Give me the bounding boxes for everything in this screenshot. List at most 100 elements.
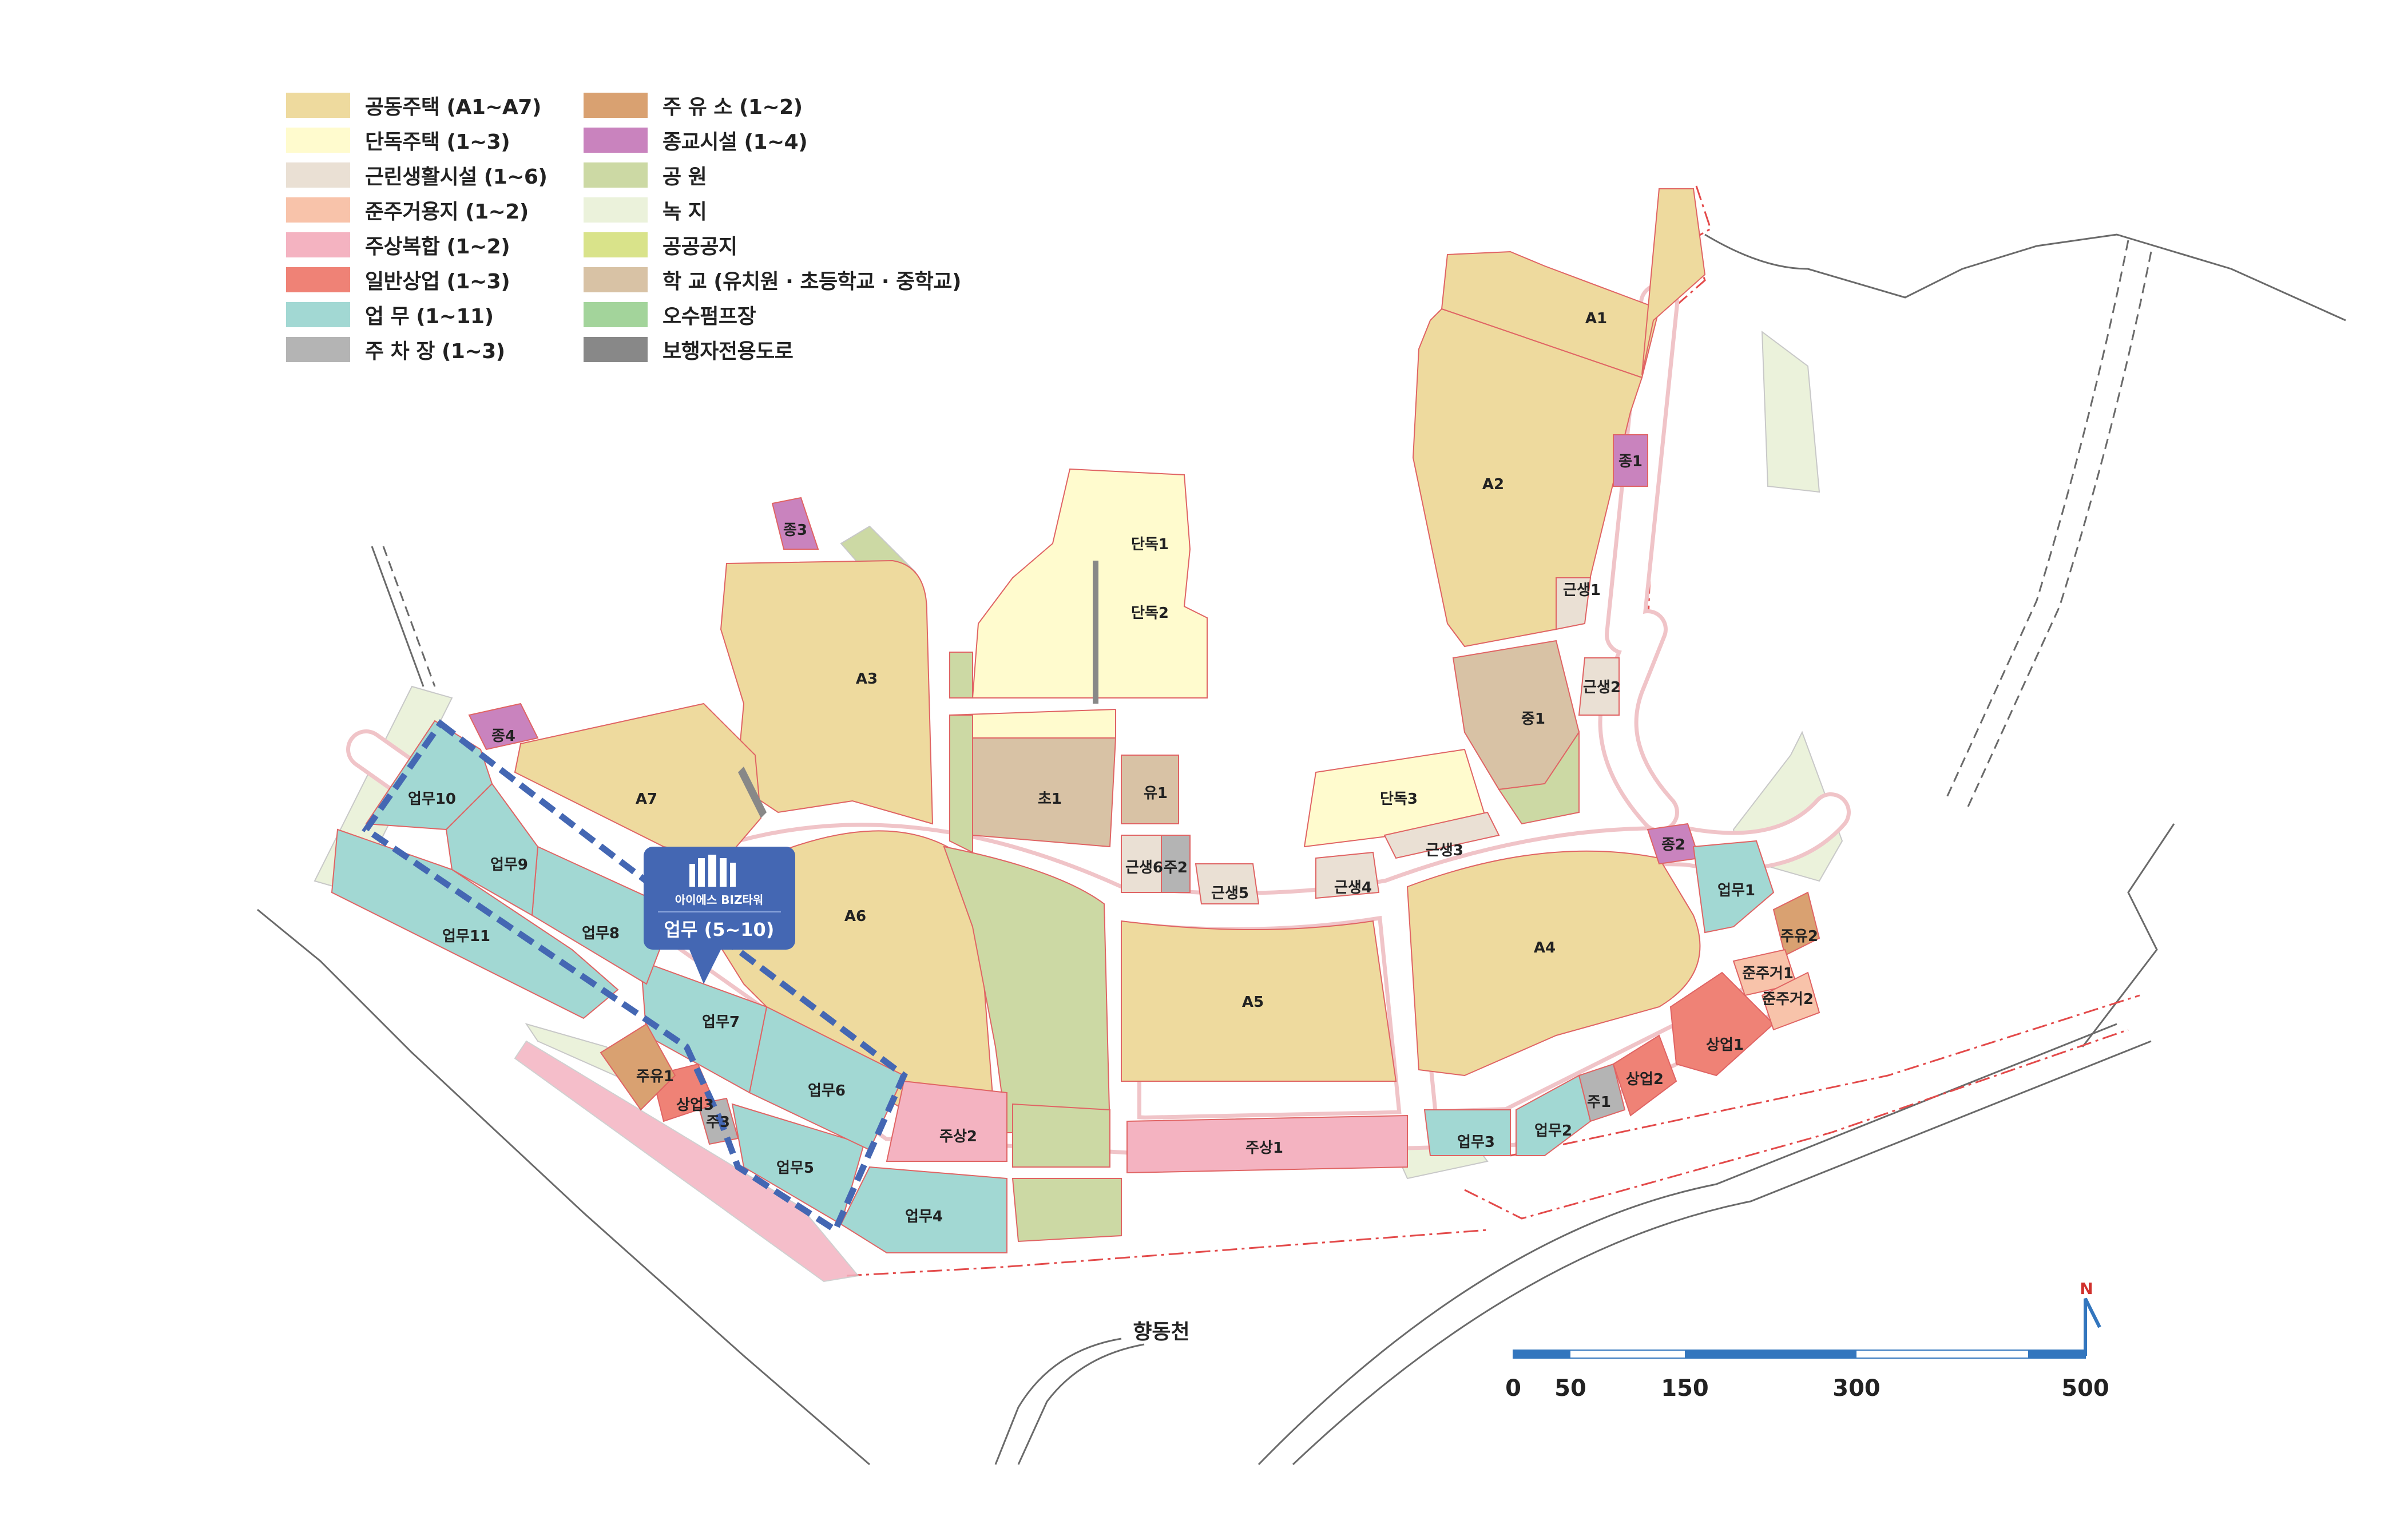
biz-zone-outline (362, 719, 908, 1235)
scale-tick-50: 50 (1554, 1375, 1586, 1402)
legend-item: 공공공지 (584, 231, 737, 259)
parcel-park-north (949, 715, 973, 854)
legend-item: 오수펌프장 (584, 301, 756, 328)
legend-swatch (584, 128, 648, 153)
legend-swatch (286, 232, 350, 257)
label-up11: 업무11 (442, 928, 490, 945)
parcel-geun5 (1195, 863, 1260, 904)
parcel-up1 (1692, 840, 1775, 934)
river-label: 향동천 (1133, 1320, 1189, 1344)
parcel-jong4 (468, 703, 539, 751)
parcel-juyu2 (1772, 891, 1820, 957)
legend: 공동주택 (A1~A7)단독주택 (1~3)근린생활시설 (1~6)준주거용지 … (286, 92, 1030, 378)
parcel-yu1 (1121, 755, 1179, 824)
label-junjugeo2: 준주거2 (1762, 991, 1814, 1008)
legend-label: 단독주택 (1~3) (365, 130, 510, 154)
parcel-juyu1 (600, 1023, 676, 1111)
north-arrow: N (2080, 1279, 2101, 1356)
callout-marker[interactable]: 아이에스 BIZ타워 업무 (5~10) (644, 847, 795, 984)
parcels (331, 188, 1820, 1253)
scale-tick-300: 300 (1832, 1375, 1881, 1402)
label-dandok2: 단독2 (1131, 605, 1169, 622)
legend-label: 주 유 소 (1~2) (663, 96, 803, 119)
legend-label: 학 교 (유치원 · 초등학교 · 중학교) (663, 270, 961, 293)
legend-swatch (286, 337, 350, 362)
legend-item: 업 무 (1~11) (286, 301, 494, 328)
label-dandok3: 단독3 (1380, 791, 1418, 808)
legend-label: 준주거용지 (1~2) (365, 200, 529, 224)
parcel-A6-park (943, 846, 1111, 1133)
legend-item: 보행자전용도로 (584, 336, 794, 363)
parcel-dandok-1-2 (971, 468, 1208, 698)
scale-tick-150: 150 (1661, 1375, 1709, 1402)
legend-label: 주상복합 (1~2) (365, 235, 510, 259)
label-A2: A2 (1482, 476, 1504, 493)
label-geun5: 근생5 (1211, 885, 1249, 902)
label-jong3: 종3 (783, 522, 807, 539)
label-sangup2: 상업2 (1626, 1071, 1664, 1088)
callout-box (644, 847, 795, 950)
label-A3: A3 (856, 670, 878, 688)
label-junjugeo1: 준주거1 (1742, 965, 1794, 982)
legend-item: 주 유 소 (1~2) (584, 92, 803, 119)
legend-swatch (584, 232, 648, 257)
pedestrian-path-1 (738, 767, 767, 818)
parcel-dandok-row (949, 708, 1116, 739)
parcel-up4 (840, 1166, 1007, 1253)
parcel-geun3 (1383, 811, 1500, 859)
parcel-junjugeo2 (1761, 971, 1820, 1031)
legend-label: 업 무 (1~11) (365, 305, 494, 328)
legend-item: 단독주택 (1~3) (286, 126, 510, 154)
legend-label: 일반상업 (1~3) (365, 270, 510, 293)
label-up10: 업무10 (408, 791, 456, 808)
legend-swatch (584, 302, 648, 327)
label-up7: 업무7 (702, 1014, 740, 1031)
legend-label: 주 차 장 (1~3) (365, 340, 505, 363)
callout-pointer (689, 950, 721, 984)
legend-swatch (584, 93, 648, 118)
label-geun6: 근생6 (1125, 859, 1163, 876)
legend-swatch (584, 337, 648, 362)
legend-item: 종교시설 (1~4) (584, 126, 808, 154)
legend-swatch (584, 197, 648, 223)
label-sangup3: 상업3 (676, 1097, 714, 1114)
label-geun3: 근생3 (1426, 842, 1463, 859)
legend-label: 보행자전용도로 (663, 340, 794, 363)
parcel-labels: A1 A2 A3 A4 A5 A6 A7 종1 종2 종3 종4 단독1 단독2… (408, 310, 1818, 1225)
label-geun4: 근생4 (1334, 879, 1372, 896)
legend-swatch (584, 267, 648, 292)
parcel-jong3 (771, 497, 819, 550)
legend-label: 공동주택 (A1~A7) (365, 96, 541, 119)
parcel-jusang2 (886, 1080, 1007, 1162)
parcel-up3 (1423, 1109, 1511, 1156)
legend-item: 녹 지 (584, 196, 707, 224)
legend-label: 녹 지 (663, 200, 707, 224)
legend-item: 공 원 (584, 161, 707, 189)
legend-item: 학 교 (유치원 · 초등학교 · 중학교) (584, 266, 961, 293)
legend-item: 일반상업 (1~3) (286, 266, 510, 293)
callout-building-name: 아이에스 BIZ타워 (675, 893, 764, 907)
legend-label: 종교시설 (1~4) (663, 130, 808, 154)
label-jusang2: 주상2 (939, 1128, 977, 1145)
label-A5: A5 (1242, 994, 1264, 1011)
label-sangup1: 상업1 (1706, 1037, 1744, 1054)
scale-tick-0: 0 (1505, 1375, 1521, 1402)
pedestrian-path-2 (1093, 561, 1098, 704)
parcel-up11 (331, 828, 619, 1019)
parcel-geun1 (1556, 577, 1592, 630)
parcel-geun4 (1315, 851, 1380, 899)
scale-bar: 0 50 150 300 500 (1505, 1350, 2109, 1402)
legend-swatch (286, 128, 350, 153)
label-up2: 업무2 (1534, 1122, 1572, 1140)
parcel-sangup2 (1612, 1034, 1677, 1117)
parcel-green-left (949, 652, 973, 698)
label-ju3: 주3 (706, 1114, 730, 1131)
label-up6: 업무6 (808, 1082, 846, 1100)
label-juyu1: 주유1 (636, 1068, 674, 1085)
parcel-A1-north (1641, 188, 1706, 375)
label-dandok1: 단독1 (1131, 536, 1169, 553)
label-up4: 업무4 (905, 1208, 943, 1225)
legend-swatch (286, 93, 350, 118)
label-ju1: 주1 (1587, 1094, 1611, 1111)
label-cho1: 초1 (1038, 791, 1062, 808)
